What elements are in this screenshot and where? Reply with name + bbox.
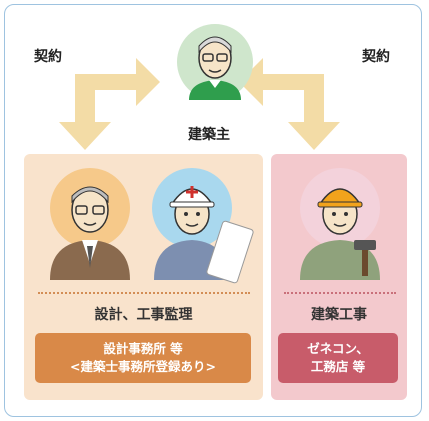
- contract-label-left: 契約: [34, 49, 62, 65]
- client-avatar-icon: [177, 24, 253, 100]
- client-label: 建築主: [188, 127, 230, 143]
- design-org-box: 設計事務所 等 <建築士事務所登録あり>: [35, 333, 251, 383]
- design-role-label: 設計、工事監理: [94, 307, 193, 323]
- construction-divider: [284, 292, 396, 294]
- contractor-avatar-icon: [300, 168, 380, 280]
- design-divider: [38, 292, 250, 294]
- design-org-line1: 設計事務所 等: [103, 341, 183, 356]
- design-org-line2: <建築士事務所登録あり>: [70, 359, 216, 374]
- construction-org-box: ゼネコン、 工務店 等: [278, 333, 398, 383]
- construction-org-line1: ゼネコン、: [307, 341, 369, 356]
- supervisor-avatar-icon: [152, 168, 254, 284]
- construction-role-label: 建築工事: [311, 307, 367, 323]
- construction-org-line2: 工務店 等: [310, 359, 366, 374]
- contract-label-right: 契約: [362, 49, 390, 65]
- architect-avatar-icon: [50, 168, 130, 280]
